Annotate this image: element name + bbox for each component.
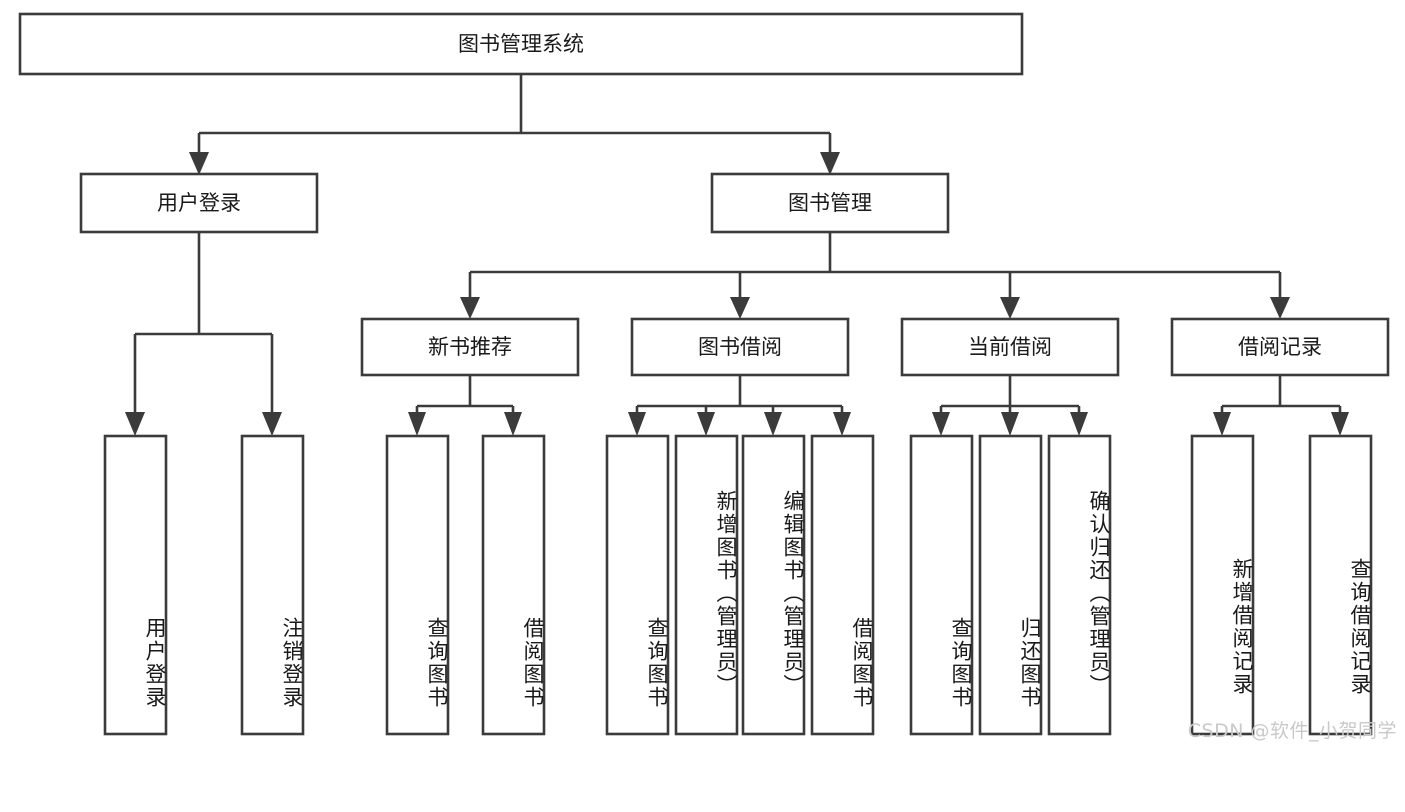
node-borrow-record-label: 借阅记录 [1238,335,1322,359]
node-leaf-user-login[interactable] [103,434,168,736]
arrow-icon-borrow-record-leaf-1 [1213,412,1231,436]
node-leaf-borrow-book[interactable] [810,434,875,736]
node-leaf-borrow-book-newbook[interactable] [481,434,546,736]
node-root-system-label: 图书管理系统 [458,32,584,56]
arrow-icon-to-user-login [189,152,209,175]
node-new-book-recommend[interactable] [360,317,580,377]
node-user-login[interactable] [79,172,319,234]
node-leaf-confirm-return-admin[interactable] [1047,434,1112,736]
arrowhead-layer [125,152,1349,436]
arrow-icon-book-borrow-leaf-1 [628,412,646,436]
arrow-icon-to-new-book [460,297,480,319]
node-book-borrow[interactable] [630,317,850,377]
node-borrow-record[interactable] [1170,317,1390,377]
arrow-icon-borrow-record-leaf-2 [1331,412,1349,436]
node-leaf-edit-book-admin[interactable] [741,434,806,736]
node-leaf-query-book-borrow[interactable] [605,434,670,736]
arrow-icon-to-leaf-user-login [125,412,145,436]
node-book-management[interactable] [710,172,950,234]
node-user-login-label: 用户登录 [157,191,241,215]
arrow-icon-to-leaf-logout [262,412,282,436]
csdn-watermark: CSDN @软件_小贺同学 [1187,720,1397,742]
horizontal-label-layer: 图书管理系统 用户登录 图书管理 新书推荐 图书借阅 当前借阅 借阅记录 [157,32,1322,359]
arrow-icon-to-book-mgmt [820,152,840,175]
arrow-icon-current-borrow-leaf-1 [932,412,950,436]
arrow-icon-to-current-borrow [1000,297,1020,319]
node-leaf-query-book-current[interactable] [909,434,974,736]
node-new-book-recommend-label: 新书推荐 [428,335,512,359]
arrow-icon-new-book-leaf-1 [408,412,426,436]
tree-svg-canvas: 图书管理系统 用户登录 图书管理 新书推荐 图书借阅 当前借阅 借阅记录 [18,12,1390,736]
node-current-borrow[interactable] [900,317,1120,377]
arrow-icon-current-borrow-leaf-2 [1001,412,1019,436]
arrow-icon-to-book-borrow [730,297,750,319]
node-leaf-logout[interactable] [240,434,305,736]
node-leaf-return-book[interactable] [978,434,1043,736]
node-leaf-query-book-newbook[interactable] [385,434,450,736]
arrow-icon-book-borrow-leaf-3 [764,412,782,436]
arrow-icon-book-borrow-leaf-2 [697,412,715,436]
node-root-system[interactable] [18,12,1024,76]
arrow-icon-book-borrow-leaf-4 [833,412,851,436]
arrow-icon-current-borrow-leaf-3 [1070,412,1088,436]
node-leaf-add-book-admin[interactable] [674,434,739,736]
node-layer [18,12,1390,736]
node-book-borrow-label: 图书借阅 [698,335,782,359]
node-book-management-label: 图书管理 [788,191,872,215]
node-leaf-add-borrow-record[interactable] [1190,434,1255,736]
arrow-icon-new-book-leaf-2 [504,412,522,436]
flowchart-diagram: 图书管理系统 用户登录 图书管理 新书推荐 图书借阅 当前借阅 借阅记录 用户登… [18,12,1397,742]
node-current-borrow-label: 当前借阅 [968,335,1052,359]
arrow-icon-to-borrow-record [1270,297,1290,319]
node-leaf-query-borrow-record[interactable] [1308,434,1373,736]
